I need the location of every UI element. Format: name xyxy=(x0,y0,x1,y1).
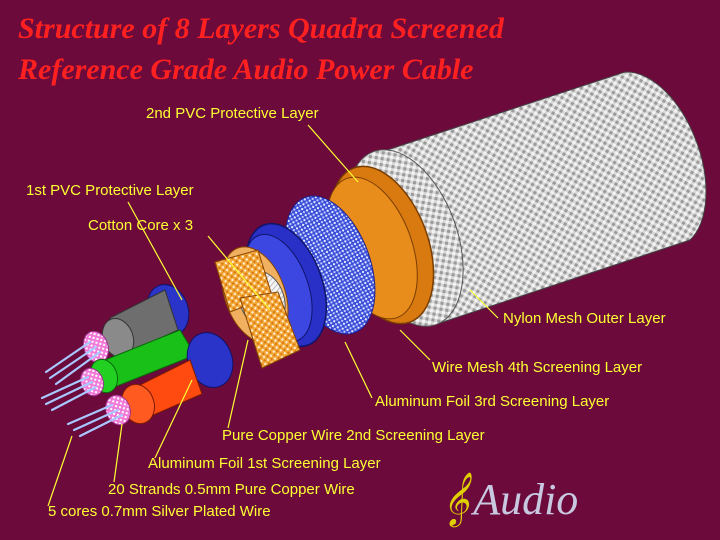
label-cotton-core: Cotton Core x 3 xyxy=(88,217,194,234)
core-2-green xyxy=(80,329,196,397)
treble-clef-icon: 𝄞 xyxy=(442,473,470,524)
core-3-red xyxy=(105,291,301,426)
label-copper-strands: 20 Strands 0.5mm Pure Copper Wire xyxy=(108,481,355,498)
title-line-1: Structure of 8 Layers Quadra Screened xyxy=(18,12,504,45)
label-copper-2nd: Pure Copper Wire 2nd Screening Layer xyxy=(222,427,485,444)
label-2nd-pvc: 2nd PVC Protective Layer xyxy=(146,105,319,122)
title-line-2: Reference Grade Audio Power Cable xyxy=(18,53,474,86)
label-aluminum-3rd: Aluminum Foil 3rd Screening Layer xyxy=(375,393,610,410)
audio-logo: 𝄞Audio xyxy=(442,476,578,522)
label-wire-mesh: Wire Mesh 4th Screening Layer xyxy=(432,359,643,376)
label-1st-pvc: 1st PVC Protective Layer xyxy=(26,182,194,199)
logo-text: Audio xyxy=(473,475,579,524)
label-nylon-mesh: Nylon Mesh Outer Layer xyxy=(503,310,666,327)
label-aluminum-1st: Aluminum Foil 1st Screening Layer xyxy=(148,455,381,472)
core-1-gray xyxy=(82,249,273,364)
label-silver-wire: 5 cores 0.7mm Silver Plated Wire xyxy=(48,503,271,520)
silver-strands xyxy=(40,340,124,438)
leader-lines xyxy=(47,124,499,507)
